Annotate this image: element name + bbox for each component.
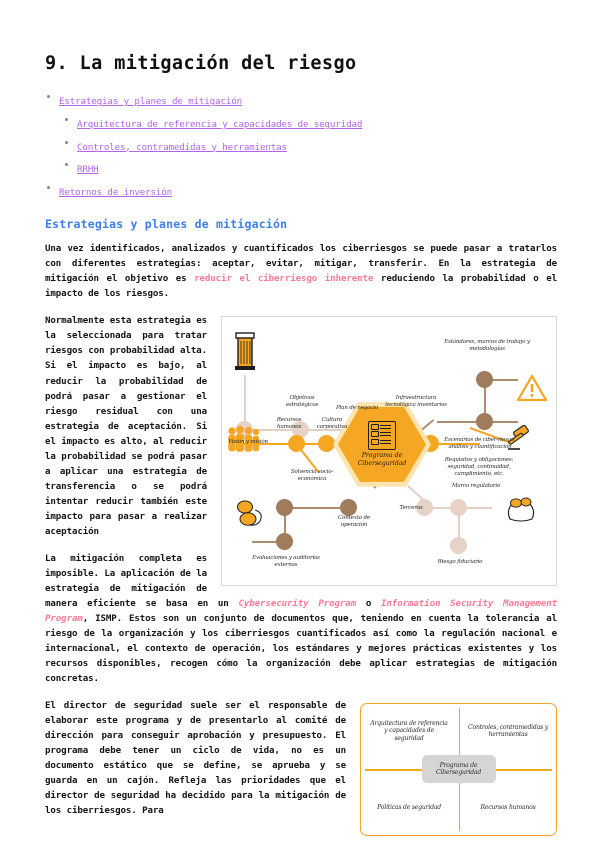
- building-icon: [235, 332, 255, 371]
- label-cultura: Cultura corporativa: [316, 417, 348, 431]
- term-cybersecurity-program: Cybersecurity Program: [238, 598, 357, 609]
- document-content: 9. La mitigación del riesgo Estrategias …: [45, 52, 557, 842]
- edge: [294, 443, 326, 446]
- hexagon-label: Programa de Ciberseguridad: [357, 452, 407, 468]
- people-group-icon: [228, 426, 260, 453]
- label-requisitos: Requisitos y obligaciones: seguridad, co…: [444, 457, 514, 478]
- label-marco-regulatorio: Marco regulatorio: [451, 483, 501, 490]
- toc-item: Estrategias y planes de mitigación Arqui…: [45, 89, 557, 178]
- label-vision: Visión y misión: [228, 439, 268, 446]
- toc-link-rrhh[interactable]: RRHH: [77, 164, 99, 176]
- paragraph-intro-part2: reduciendo la probabilidad o el impacto …: [45, 274, 557, 300]
- toc-link-estrategias[interactable]: Estrategias y planes de mitigación: [59, 96, 242, 108]
- node: [476, 371, 493, 389]
- node: [276, 533, 293, 551]
- node: [288, 435, 305, 453]
- paragraph-part-b: , ISMP. Estos son un conjunto de documen…: [45, 613, 557, 684]
- toc-subitem: Controles, contramedidas y herramientas: [59, 135, 557, 155]
- quadrant-label-recursos: Recursos humanos: [480, 803, 536, 811]
- label-riesgo-fiduciario: Riesgo fiduciario: [437, 559, 483, 566]
- label-recursos-humanos: Recursos humanos: [276, 417, 302, 431]
- edge: [458, 507, 460, 546]
- edge: [428, 443, 480, 446]
- label-evaluaciones: Evaluaciones y auditorías externas: [252, 555, 320, 569]
- edge: [300, 429, 358, 432]
- toc-link-retornos[interactable]: Retornos de inversión: [59, 187, 173, 199]
- toc-item: Retornos de inversión: [45, 180, 557, 200]
- edge: [484, 379, 518, 382]
- paragraph-part-a: La mitigación completa es imposible. La …: [45, 553, 239, 609]
- figure-mindmap: Programa de Ciberseguridad: [221, 316, 557, 587]
- toc-subitem: Arquitectura de referencia y capacidades…: [59, 112, 557, 132]
- paragraph-mitigacion-completa: La mitigación completa es imposible. La …: [45, 552, 557, 687]
- edge: [437, 421, 485, 424]
- quadrant-label-controles: Controles, contramedidas y herramientas: [468, 723, 548, 739]
- node: [276, 499, 293, 517]
- paragraph-normalmente: Normalmente esta estrategia es la selecc…: [45, 316, 207, 537]
- label-estandares: Estándares, marcos de trabajo y metodolo…: [444, 339, 530, 353]
- quadrant-label-arquitectura: Arquitectura de referencia y capacidades…: [370, 719, 448, 743]
- label-solvencia: Solvencia socio-económica: [290, 469, 334, 483]
- node: [416, 499, 433, 517]
- edge: [244, 429, 302, 432]
- label-contexto: Contexto de operación: [337, 515, 371, 529]
- edge: [484, 379, 486, 424]
- edge: [284, 507, 286, 544]
- node: [476, 413, 493, 431]
- node: [340, 499, 357, 517]
- quadrant-center-box: Programa de Ciberseguridad: [421, 755, 496, 784]
- warning-triangle-icon: [516, 375, 548, 402]
- money-bag-icon: [507, 497, 535, 522]
- quadrant-center-label: Programa de Ciberseguridad: [435, 761, 482, 777]
- gavel-icon: [508, 425, 529, 451]
- node: [318, 435, 335, 453]
- edge: [280, 507, 350, 510]
- node: [292, 421, 309, 439]
- edge: [484, 421, 518, 424]
- paragraph-part-mid: o: [356, 598, 382, 609]
- node: [450, 537, 467, 555]
- label-objetivos: Objetivos estratégicos: [285, 395, 319, 409]
- toc-link-arquitectura[interactable]: Arquitectura de referencia y capacidades…: [77, 118, 363, 130]
- checklist-icon: [368, 421, 396, 451]
- label-plan-negocio: Plan de negocio: [335, 405, 379, 412]
- paragraph-intro-part1: Una vez identificados, analizados y cuan…: [45, 244, 557, 285]
- section-heading: Estrategias y planes de mitigación: [45, 217, 288, 232]
- coins-icon: [237, 500, 262, 527]
- label-terceros: Terceros: [399, 505, 423, 512]
- table-of-contents: Estrategias y planes de mitigación Arqui…: [45, 89, 557, 200]
- node: [450, 499, 467, 517]
- toc-subitem: RRHH: [59, 157, 557, 177]
- edge: [244, 375, 246, 431]
- page-title: 9. La mitigación del riesgo: [45, 53, 357, 74]
- label-infraestructura: Infraestructura tecnológica inventarios: [385, 395, 447, 409]
- toc-link-controles[interactable]: Controles, contramedidas y herramientas: [77, 141, 287, 153]
- edge: [244, 443, 296, 446]
- quadrant-label-politicas: Políticas de seguridad: [377, 803, 441, 811]
- toc-sublist: Arquitectura de referencia y capacidades…: [59, 112, 557, 178]
- paragraph-director: El director de seguridad suele ser el re…: [45, 700, 346, 816]
- figure-quadrant: Arquitectura de referencia y capacidades…: [360, 702, 557, 836]
- edge: [252, 541, 286, 544]
- term-ismp: Information Security Management Program: [45, 598, 557, 624]
- label-escenarios: Escenarios de ciber-riesgo, análisis y c…: [444, 437, 516, 451]
- highlight-reducir-ciberriesgo: reducir el ciberriesgo inherente: [194, 274, 374, 285]
- paragraph-intro: Una vez identificados, analizados y cuan…: [45, 242, 557, 302]
